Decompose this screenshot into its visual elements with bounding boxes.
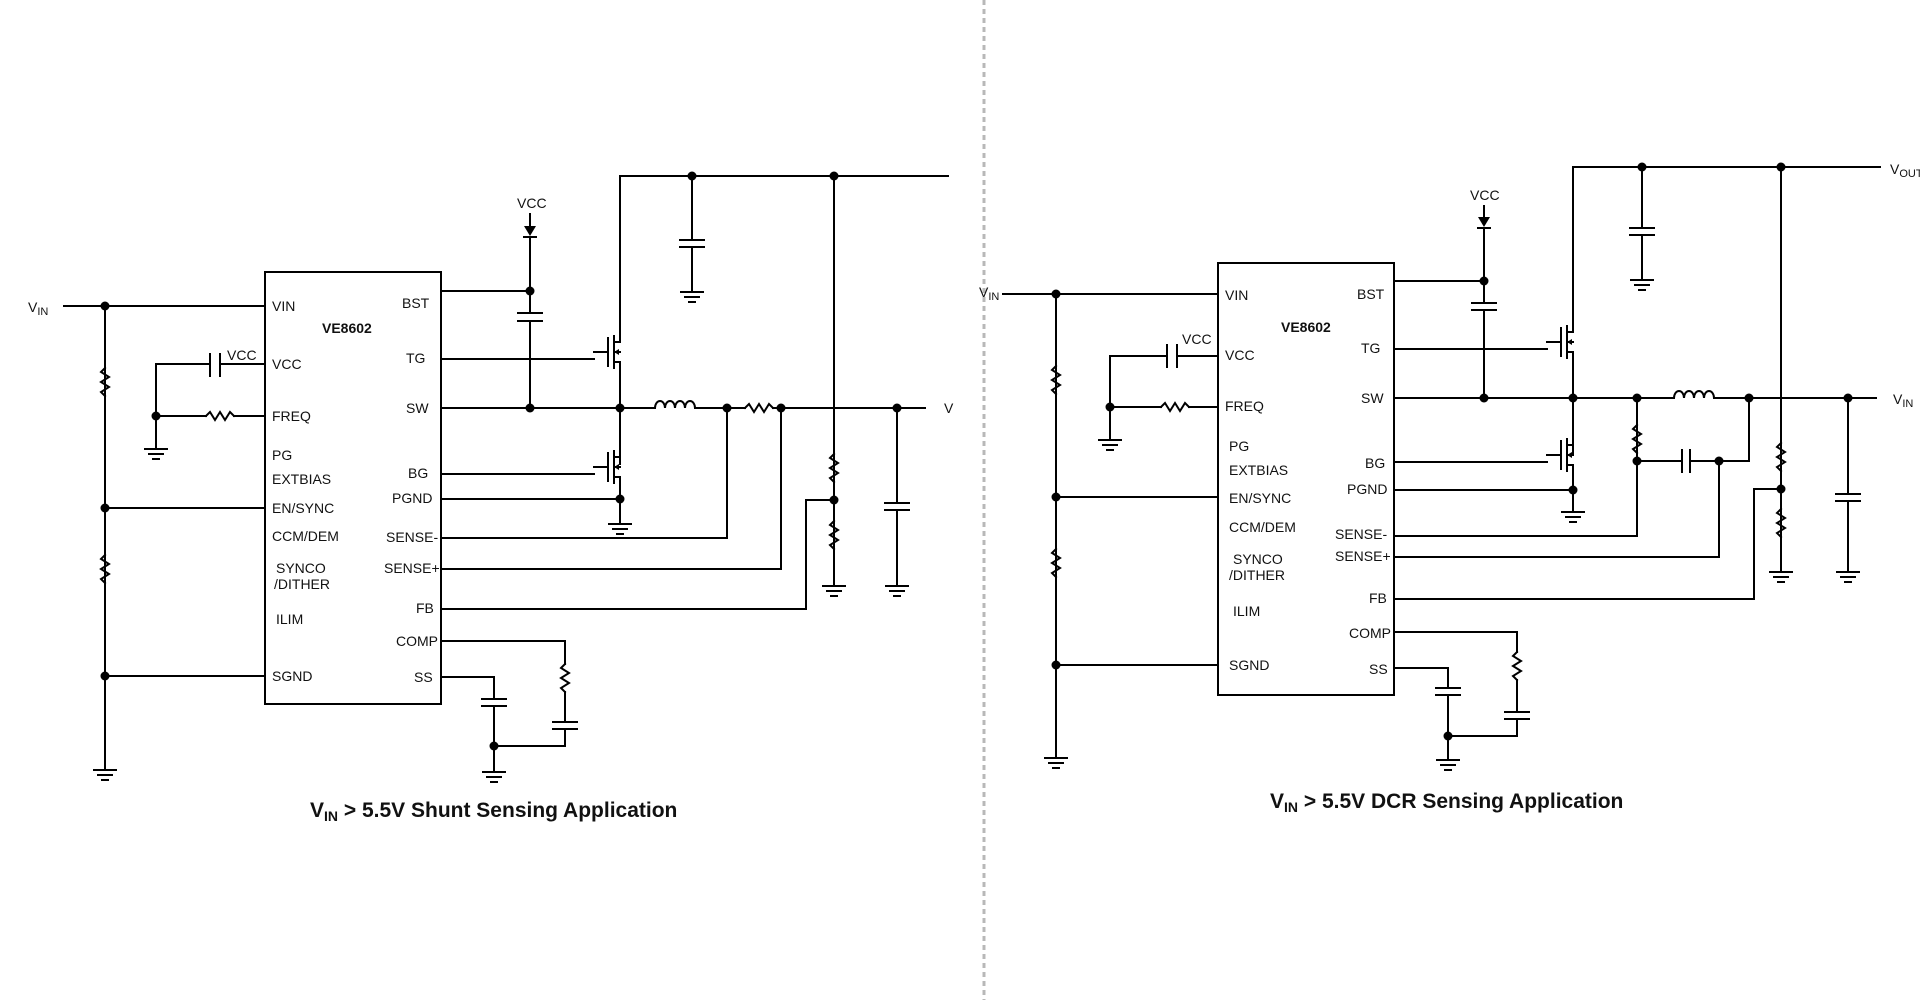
pin-label-right: PGND <box>1347 481 1387 497</box>
pin-label-left: SYNCO <box>276 560 326 576</box>
pin-label-left: CCM/DEM <box>272 528 339 544</box>
pin-label-right: FB <box>1369 590 1387 606</box>
pin-label-left: CCM/DEM <box>1229 519 1296 535</box>
pin-label-left: EXTBIAS <box>1229 462 1288 478</box>
pin-label-right: FB <box>416 600 434 616</box>
pin-label-left: VIN <box>1225 287 1248 303</box>
caption-dcr: VIN > 5.5V DCR Sensing Application <box>1270 790 1623 815</box>
pin-label-left: EXTBIAS <box>272 471 331 487</box>
caption-shunt: VIN > 5.5V Shunt Sensing Application <box>310 799 677 824</box>
pin-label-right: TG <box>1361 340 1380 356</box>
vcc-supply-label: VCC <box>1470 187 1500 203</box>
pin-label-right: SW <box>1361 390 1384 406</box>
ic-left-pin-labels: VIN VCC FREQ PG EXTBIAS EN/SYNC CCM/DEM SYNCO/D… <box>272 298 339 684</box>
pin-label-left: PG <box>1229 438 1249 454</box>
pin-label-left: EN/SYNC <box>272 500 334 516</box>
pin-label-right: BG <box>408 465 428 481</box>
ic-body <box>264 271 442 705</box>
pin-label-left: ILIM <box>276 611 303 627</box>
pin-label-right: SENSE+ <box>1335 548 1391 564</box>
ic-right-pin-labels: BST TG SW BG PGND SENSE- SENSE+ FB COMP SS <box>1335 286 1391 677</box>
vin-label: VIN <box>979 284 999 303</box>
pin-label-left: EN/SYNC <box>1229 490 1291 506</box>
pin-label-right: BST <box>1357 286 1385 302</box>
output-label: V <box>944 400 954 416</box>
pin-label-right: TG <box>406 350 425 366</box>
pin-label-left: /DITHER <box>274 576 330 592</box>
pin-label-left: SGND <box>272 668 312 684</box>
vcc-cap-label: VCC <box>227 347 257 363</box>
ic-name: VE8602 <box>1281 319 1331 335</box>
pin-label-right: COMP <box>1349 625 1391 641</box>
vcc-cap-label: VCC <box>1182 331 1212 347</box>
pin-label-right: SS <box>414 669 433 685</box>
vcc-supply-label: VCC <box>517 195 547 211</box>
pin-label-left: VCC <box>1225 347 1255 363</box>
pin-label-left: VCC <box>272 356 302 372</box>
pin-label-left: ILIM <box>1233 603 1260 619</box>
pin-label-right: SENSE- <box>1335 526 1387 542</box>
pin-label-right: SS <box>1369 661 1388 677</box>
pin-label-right: SW <box>406 400 429 416</box>
pin-label-left: VIN <box>272 298 295 314</box>
pin-label-right: COMP <box>396 633 438 649</box>
vin-label: VIN <box>28 299 48 318</box>
pin-label-left: PG <box>272 447 292 463</box>
pin-label-right: SENSE- <box>386 529 438 545</box>
dcr-sensing-circuit: VE8602 VIN VCC FREQ PG EXTBIAS EN/SYNC CCM/DEM… <box>979 161 1920 815</box>
pin-label-right: BG <box>1365 455 1385 471</box>
vout-label: VOUT <box>1890 161 1920 180</box>
ic-name: VE8602 <box>322 320 372 336</box>
ic-right-pin-labels: BST TG SW BG PGND SENSE- SENSE+ FB COMP SS <box>384 295 440 685</box>
pin-label-right: BST <box>402 295 430 311</box>
shunt-sensing-circuit: VE8602 VIN VCC FREQ PG EXTBIAS EN/SYNC CCM/DEM… <box>28 171 954 824</box>
pin-label-left: SGND <box>1229 657 1269 673</box>
pin-label-right: PGND <box>392 490 432 506</box>
pin-label-left: FREQ <box>1225 398 1264 414</box>
pin-label-left: /DITHER <box>1229 567 1285 583</box>
output-label: VIN <box>1893 391 1913 410</box>
pin-label-left: FREQ <box>272 408 311 424</box>
ic-left-pin-labels: VIN VCC FREQ PG EXTBIAS EN/SYNC CCM/DEM SYNCO/D… <box>1225 287 1296 673</box>
ic-body <box>1217 262 1395 696</box>
pin-label-left: SYNCO <box>1233 551 1283 567</box>
pin-label-right: SENSE+ <box>384 560 440 576</box>
